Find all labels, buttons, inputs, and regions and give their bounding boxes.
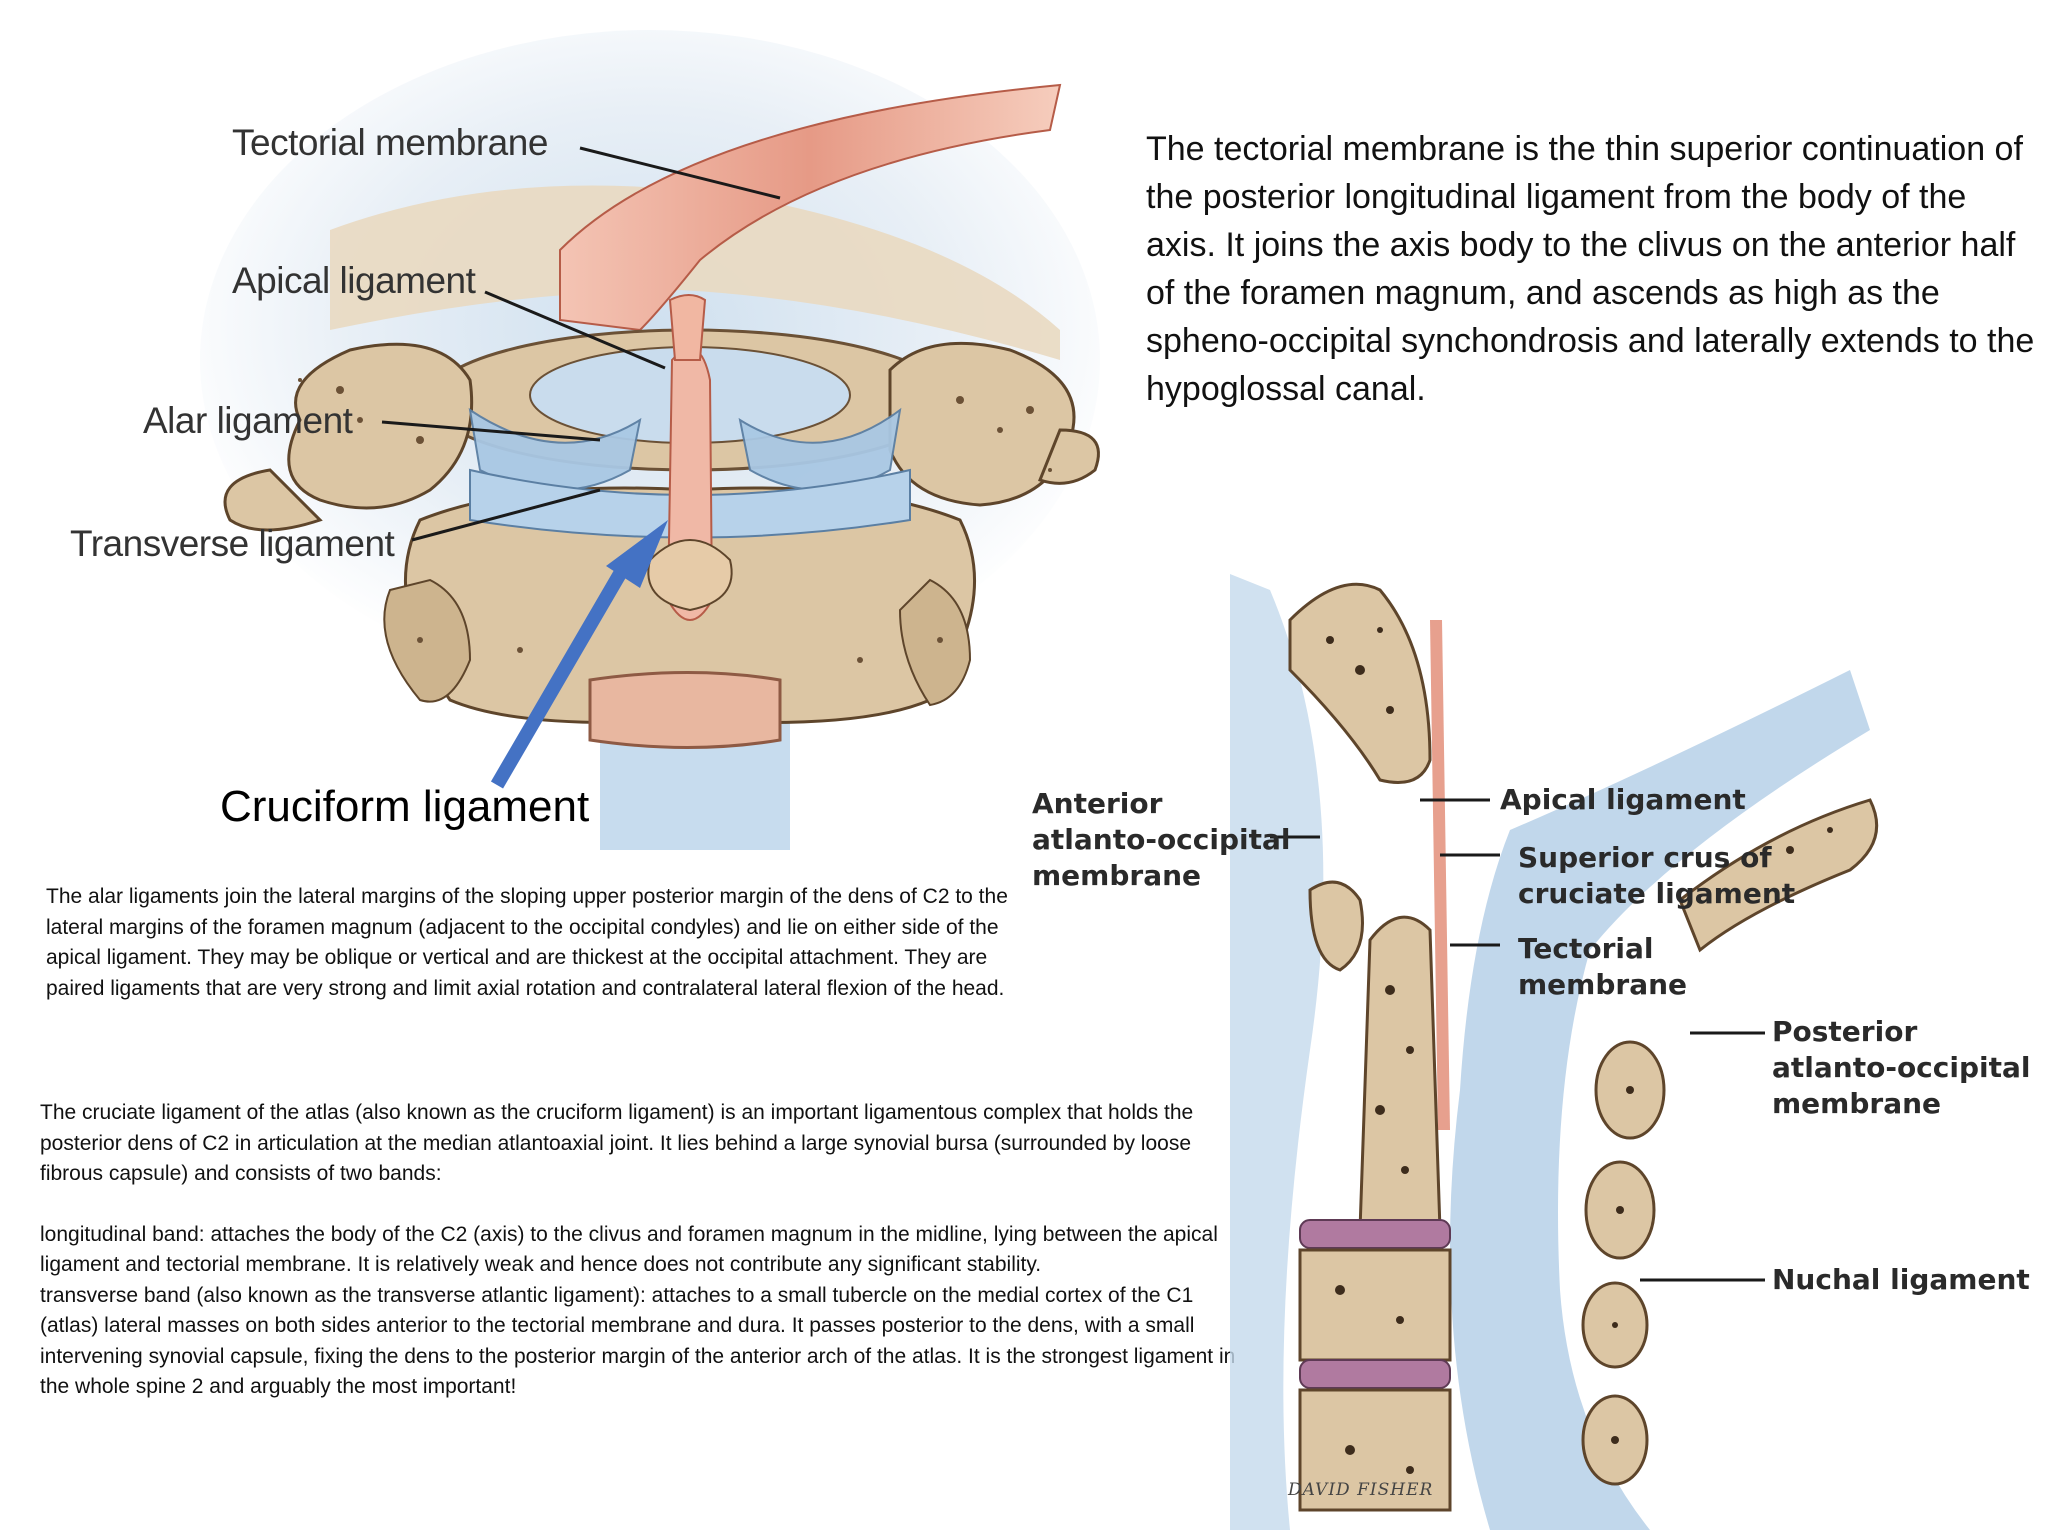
transverse-band-text: transverse band (also known as the trans…: [40, 1283, 1236, 1399]
label-line: atlanto-occipital: [1032, 823, 1291, 856]
clivus-bone: [1288, 582, 1432, 784]
label-line: membrane: [1772, 1087, 1942, 1120]
label-tectorial-membrane: Tectorial membrane: [232, 122, 548, 163]
bone-speckles: [298, 378, 1052, 663]
apical-ligament: [668, 294, 707, 361]
alar-description: The alar ligaments join the lateral marg…: [46, 885, 1008, 1000]
label-posterior-atlanto-occipital-membrane: Posterior atlanto-occipital membrane: [1772, 1014, 2031, 1122]
label-line: membrane: [1032, 859, 1202, 892]
label-transverse-ligament: Transverse ligament: [70, 523, 395, 564]
disc-c3-c4: [1299, 1359, 1451, 1389]
occipital-bone: [330, 185, 1060, 360]
label-sagittal-apical-ligament: Apical ligament: [1500, 783, 1746, 816]
tectorial-description: The tectorial membrane is the thin super…: [1146, 130, 2035, 408]
label-line: atlanto-occipital: [1772, 1051, 2031, 1084]
sagittal-leader-lines: [1270, 798, 1765, 1282]
dens-and-axis-body: [1358, 915, 1442, 1242]
label-line: Superior crus of: [1518, 841, 1772, 874]
label-superior-crus: Superior crus of cruciate ligament: [1518, 840, 1795, 912]
label-line: cruciate ligament: [1518, 877, 1796, 910]
paragraph-gap: [40, 1190, 1240, 1220]
sagittal-section-illustration: [1230, 574, 1879, 1530]
left-transverse-process: [223, 468, 323, 532]
label-line: Posterior: [1772, 1015, 1918, 1048]
atlas-anterior-arch: [1308, 880, 1364, 972]
anterior-ligament-fan: [1230, 574, 1324, 1530]
right-transverse-process: [1038, 428, 1100, 485]
cruciate-intro: The cruciate ligament of the atlas (also…: [40, 1101, 1194, 1185]
sagittal-bone-speckles: [1326, 627, 1833, 1474]
label-line: Tectorial: [1518, 932, 1654, 965]
cruciform-arrow: [490, 520, 668, 789]
longitudinal-band-text: longitudinal band: attaches the body of …: [40, 1222, 1218, 1277]
label-sagittal-tectorial-membrane: Tectorial membrane: [1518, 931, 1687, 1003]
right-facet: [898, 578, 972, 707]
left-lateral-mass: [287, 342, 474, 510]
label-line: Anterior: [1032, 787, 1163, 820]
vertebra-c3: [1298, 1248, 1452, 1362]
tectorial-membrane: [559, 83, 1062, 332]
posterior-ligament-fan: [1450, 670, 1870, 1530]
cruciate-description: The cruciate ligament of the atlas (also…: [40, 1098, 1240, 1403]
label-apical-ligament: Apical ligament: [232, 260, 476, 301]
label-alar-ligament: Alar ligament: [143, 400, 353, 441]
label-anterior-atlanto-occipital-membrane: Anterior atlanto-occipital membrane: [1032, 786, 1291, 894]
craniovertebral-ligaments-illustration: [200, 30, 1100, 850]
disc-c2-c3: [1299, 1219, 1451, 1249]
intervertebral-disc: [588, 671, 782, 749]
illustrator-signature: DAVID FISHER: [1288, 1480, 1434, 1500]
label-line: membrane: [1518, 968, 1688, 1001]
right-alar-ligament: [738, 407, 902, 491]
occipital-squama: [1678, 798, 1879, 953]
vertebra-c4: [1298, 1388, 1452, 1512]
leader-lines: [381, 146, 781, 542]
sagittal-tectorial-membrane: [1430, 620, 1450, 1130]
left-facet: [383, 578, 472, 703]
cruciform-caption: Cruciform ligament: [220, 782, 590, 831]
label-nuchal-ligament: Nuchal ligament: [1772, 1263, 2030, 1296]
dens-cap: [647, 539, 733, 612]
